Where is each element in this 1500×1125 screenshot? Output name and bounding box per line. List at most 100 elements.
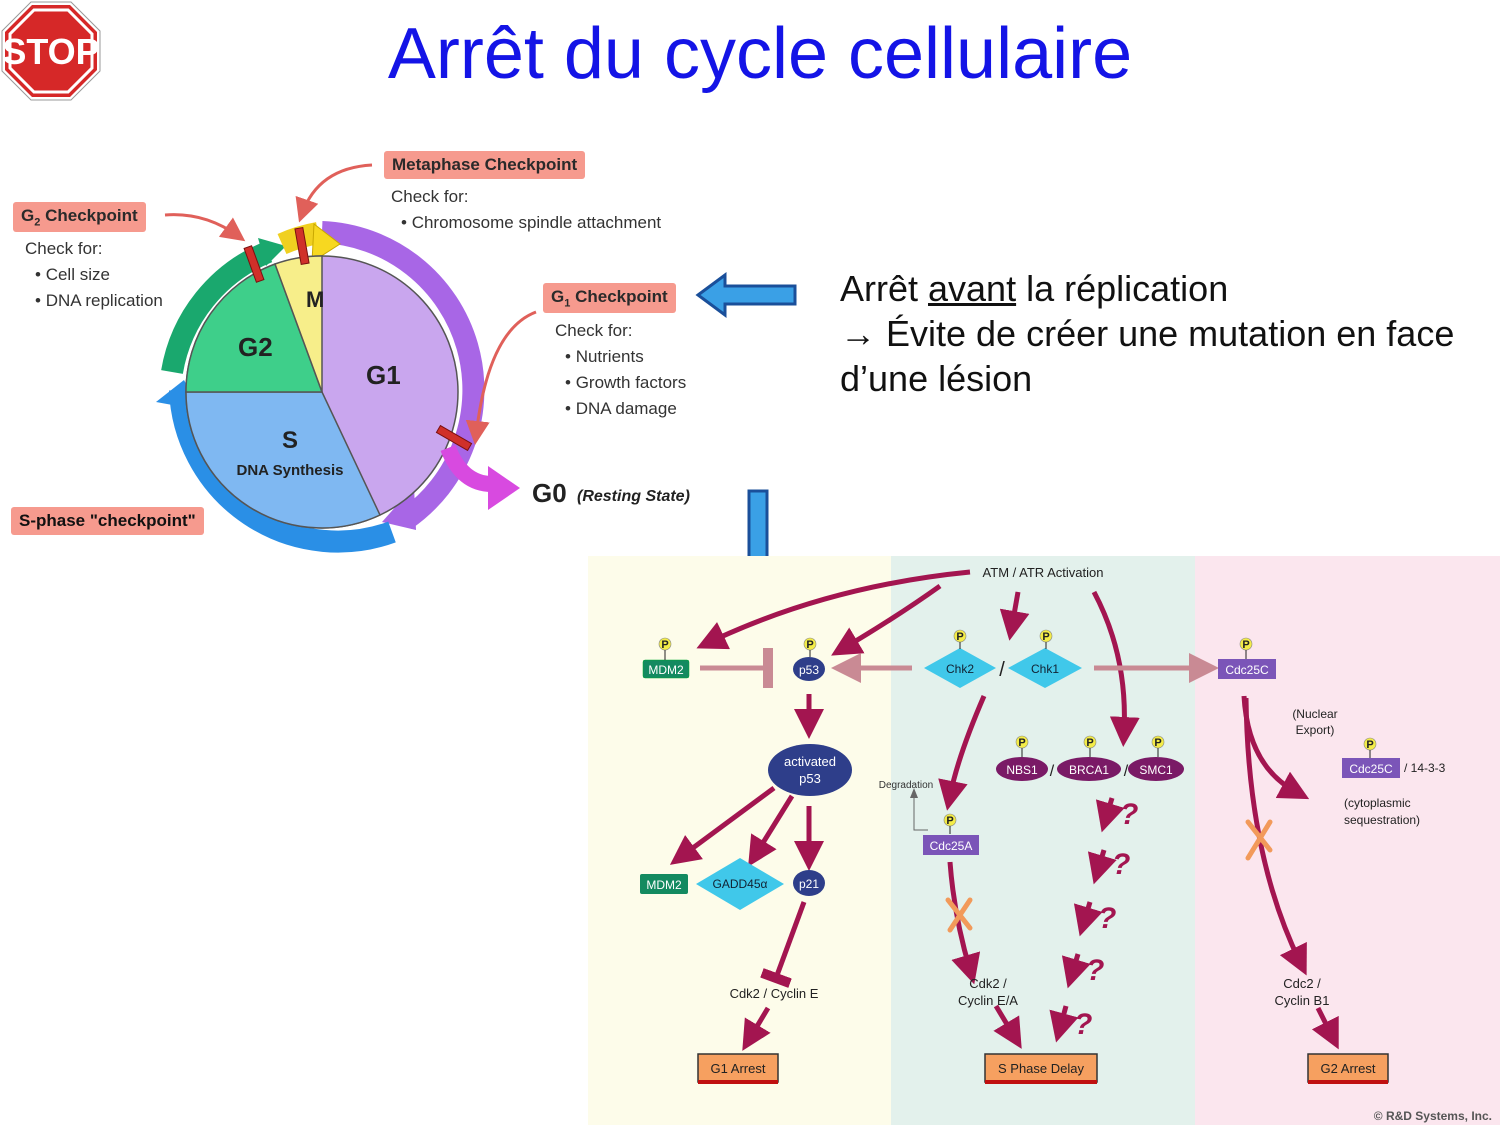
mdm2-target-node [640,874,688,894]
dna-damage-pathway: ATM / ATR Activation Degradation MDM2 [588,556,1500,1125]
svg-text:Chk1: Chk1 [1031,662,1059,676]
phase-label-g1: G1 [366,360,401,390]
resting-state-label: (Resting State) [577,488,690,505]
metaphase-check-item: Chromosome spindle attachment [401,210,661,236]
metaphase-pointer-arrow [295,163,373,223]
s-phase-checkpoint-label: S-phase "checkpoint" [11,507,204,535]
g1-arrest-box [697,1053,779,1083]
metaphase-checkpoint-bar [294,226,310,266]
stop-sign-icon: STOP [1,1,101,101]
svg-text:Cyclin B1: Cyclin B1 [1275,993,1330,1008]
phase-label-s: S [282,427,298,454]
phospho-marker: P [1086,737,1093,749]
note-line-1: Arrêt avant la réplication [840,268,1229,309]
cell-cycle-diagram: M G2 G1 S DNA Synthesis G0 (Resting Stat… [156,163,690,553]
svg-text:Chk2: Chk2 [946,662,974,676]
svg-text:Cdk2 /: Cdk2 / [969,976,1007,991]
svg-text:MDM2: MDM2 [646,878,682,892]
metaphase-checkpoint-label: Metaphase Checkpoint [384,151,586,179]
smc1-node [1128,757,1184,781]
g2-checkpoint-bar [243,245,265,283]
svg-text:G2 Arrest: G2 Arrest [1321,1061,1376,1076]
g2-check-item: DNA replication [35,288,163,314]
phase-label-g2: G2 [238,332,273,362]
svg-text:GADD45α: GADD45α [713,877,768,891]
phase-label-m: M [306,287,324,312]
svg-text:p53: p53 [799,663,819,677]
p53-node [793,657,825,681]
mdm2-node [642,659,690,679]
svg-text:?: ? [1112,848,1130,881]
svg-text:Cyclin E/A: Cyclin E/A [958,993,1018,1008]
svg-text:?: ? [1086,954,1104,987]
metaphase-check-list: Check for: Chromosome spindle attachment [391,184,661,236]
svg-text:?: ? [1074,1008,1092,1041]
svg-text:Cdc25C: Cdc25C [1225,663,1269,677]
s-outer-arc [169,389,396,553]
degradation-label: Degradation [879,780,933,791]
p21-node [793,870,825,896]
svg-text:/: / [1050,763,1055,780]
stop-sign-text: STOP [2,31,99,72]
arrow-to-smc1 [1091,590,1140,747]
arrow-to-chk [999,591,1030,641]
svg-text:(Nuclear: (Nuclear [1292,707,1337,721]
g1-check-list: Check for: Nutrients Growth factors DNA … [555,318,686,422]
svg-text:sequestration): sequestration) [1344,813,1420,827]
phospho-marker: P [1242,639,1249,651]
note-line-2: → Évite de créer une mutation en face [840,313,1455,354]
svg-text:Cdc25A: Cdc25A [930,839,973,853]
svg-text:p53: p53 [799,771,821,786]
g1-outer-arc [321,221,485,530]
cdc25c-node [1218,659,1276,679]
svg-text:/: / [1124,763,1129,780]
m-arrowhead [311,223,341,263]
panel-g1 [588,556,891,1125]
svg-text:Cdc2 /: Cdc2 / [1283,976,1321,991]
svg-text:S Phase Delay: S Phase Delay [998,1061,1084,1076]
svg-text:Export): Export) [1296,723,1335,737]
atm-atr-activation-label: ATM / ATR Activation [983,565,1104,580]
phase-label-dna-synthesis: DNA Synthesis [237,462,344,479]
svg-text:MDM2: MDM2 [648,663,684,677]
copyright-label: © R&D Systems, Inc. [1373,1109,1492,1123]
g0-exit-arrow [440,444,493,492]
g1-check-item: Nutrients [565,344,686,370]
gadd45-node [696,858,784,910]
g1-checkpoint-bar [435,424,473,452]
g2-check-item: Cell size [35,262,163,288]
g1-pointer-arrow [465,310,537,445]
svg-text:?: ? [1098,902,1116,935]
cdk2-cyclin-e-label: Cdk2 / Cyclin E [730,986,819,1001]
note-underlined-word: avant [928,268,1017,309]
phospho-marker: P [1366,739,1373,751]
g2-check-list: Check for: Cell size DNA replication [25,236,163,314]
svg-text:(cytoplasmic: (cytoplasmic [1344,796,1411,810]
cdc25a-node [923,835,979,855]
g2-pointer-arrow [164,213,246,242]
s-phase-delay-box [984,1053,1098,1083]
svg-text:BRCA1: BRCA1 [1069,763,1109,777]
phospho-marker: P [1018,737,1025,749]
m-sector [274,255,323,393]
svg-text:SMC1: SMC1 [1139,763,1173,777]
phospho-marker: P [1042,631,1049,643]
arrow-to-mdm2 [696,569,971,650]
g2-arrowhead [258,238,286,266]
note-line-3: d’une lésion [840,358,1033,399]
activated-p53-node [768,744,852,796]
nbs1-node [996,757,1048,781]
svg-text:/: / [999,659,1005,681]
chk2-node [924,648,996,688]
g1-check-item: DNA damage [565,396,686,422]
svg-text:NBS1: NBS1 [1006,763,1038,777]
phospho-marker: P [946,815,953,827]
svg-text:p21: p21 [799,877,819,891]
brca1-node [1057,757,1121,781]
g1-checkpoint-label: G1 Checkpoint [543,283,676,314]
phospho-marker: P [1154,737,1161,749]
svg-text:activated: activated [784,754,836,769]
phospho-marker: P [806,639,813,651]
slide-title: Arrêt du cycle cellulaire [387,14,1133,94]
g2-checkpoint-label: G2 Checkpoint [13,202,146,233]
